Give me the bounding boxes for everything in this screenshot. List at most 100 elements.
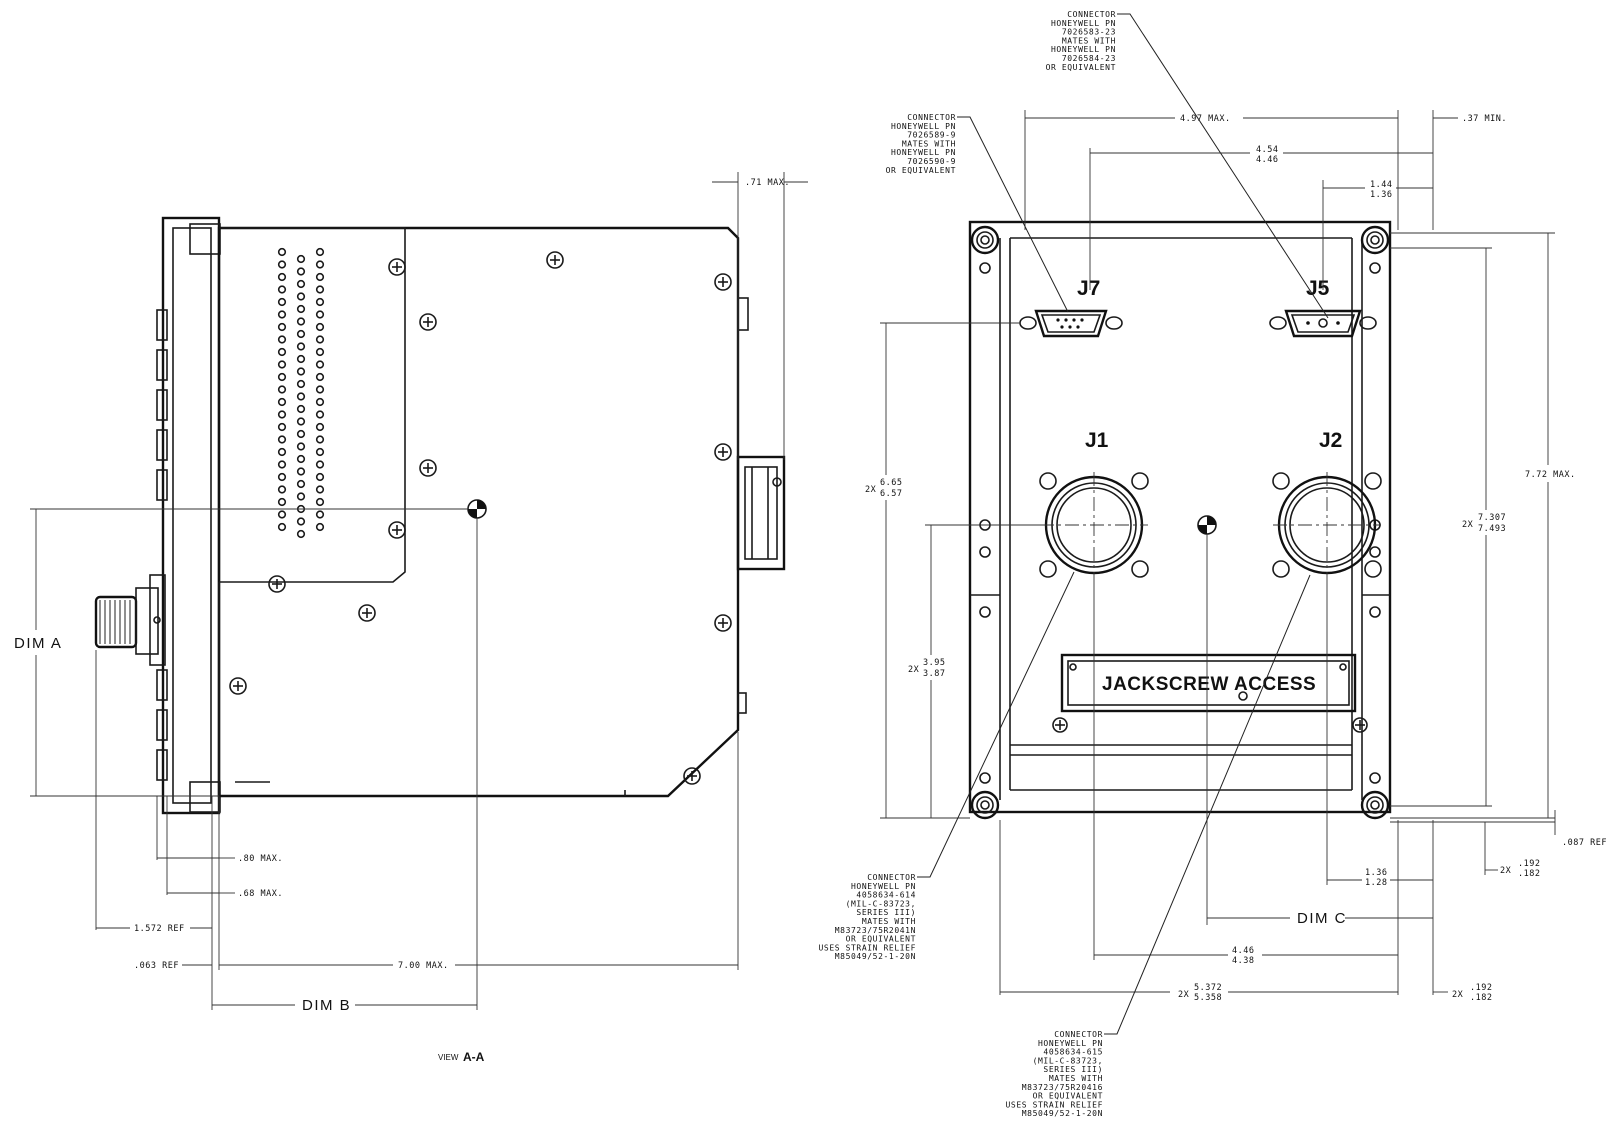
chassis-outline [217, 226, 740, 798]
side-screws [229, 251, 732, 785]
vent-hole [315, 247, 325, 257]
rear-housing-outline [968, 220, 1392, 814]
view-prefix: VIEW [438, 1053, 459, 1062]
vent-hole [277, 310, 287, 319]
callout-line: MATES WITH [1062, 36, 1116, 45]
dim-182-bottom: .182 [1470, 993, 1492, 1003]
dim-5358: 5.358 [1194, 993, 1222, 1003]
vent-hole [315, 447, 325, 457]
vent-hole [296, 529, 306, 539]
dim-395: 3.95 [923, 658, 945, 668]
vent-hole [296, 392, 306, 401]
dim-7307: 7.307 [1478, 513, 1506, 523]
vent-hole [315, 285, 325, 294]
callout-line: (MIL-C-83723, [1033, 1056, 1103, 1065]
vent-hole [296, 304, 306, 314]
corner-grommet [970, 790, 1000, 820]
j2-connector: J2 [1272, 429, 1382, 578]
callout-line: M85049/52-1-20N [835, 952, 916, 961]
corner-grommet [1360, 225, 1390, 255]
rail-holes [979, 262, 1381, 784]
vent-hole [296, 454, 306, 464]
vent-hole [296, 292, 306, 301]
callout-line: SERIES III) [856, 908, 916, 917]
vent-hole [315, 510, 325, 519]
vent-hole [315, 260, 325, 269]
screw [358, 604, 376, 622]
vent-hole [296, 254, 306, 264]
rear-center-of-gravity-symbol [1197, 515, 1217, 535]
screw [268, 575, 286, 593]
screw [714, 443, 732, 461]
front-panel-inner [172, 227, 212, 804]
vent-hole [296, 417, 306, 426]
screw [388, 258, 406, 276]
callout-line: OR EQUIVALENT [1033, 1092, 1103, 1101]
rail-hole [979, 606, 991, 618]
vent-hole [296, 429, 306, 439]
vent-hole [315, 472, 325, 482]
vent-hole [277, 385, 287, 394]
vent-hole [277, 422, 287, 432]
callout-line: OR EQUIVALENT [1046, 63, 1116, 72]
jackscrew-label: JACKSCREW ACCESS [1102, 674, 1316, 695]
center-of-gravity-symbol [467, 499, 487, 519]
vent-hole [277, 460, 287, 469]
callout-line: CONNECTOR [1054, 1030, 1103, 1039]
j7-label: J7 [1077, 277, 1100, 300]
rear-view: J7 J5 J1 J2 [968, 220, 1392, 820]
dim-qty-192-bottom: 2X [1452, 990, 1464, 1000]
dim-qty-7307: 2X [1462, 520, 1474, 530]
screw [229, 677, 247, 695]
vent-hole [315, 272, 325, 282]
upper-cover-plate [219, 227, 406, 583]
vent-hole [296, 442, 306, 451]
vent-hole-array [277, 247, 325, 539]
vent-hole [277, 335, 287, 344]
screw [714, 273, 732, 291]
vent-hole [296, 367, 306, 376]
vent-hole [277, 497, 287, 507]
vent-hole [315, 435, 325, 444]
rail-hole [1369, 772, 1381, 784]
dim-qty-192-right: 2X [1500, 866, 1512, 876]
callout-line: MATES WITH [862, 917, 916, 926]
dim-80-max: .80 MAX. [238, 854, 283, 864]
vent-hole [277, 472, 287, 482]
j1-connector: J1 [1039, 429, 1149, 578]
vent-hole [315, 322, 325, 332]
screw [714, 614, 732, 632]
vent-hole [315, 422, 325, 432]
vent-hole [296, 404, 306, 414]
vent-hole [296, 279, 306, 289]
dim-a-label: DIM A [14, 635, 62, 652]
rail-hole [1369, 606, 1381, 618]
callout-line: MATES WITH [902, 139, 956, 148]
vent-hole [277, 372, 287, 382]
view-id: A-A [463, 1050, 485, 1064]
dim-438: 4.38 [1232, 956, 1254, 966]
callout-line: 4058634-615 [1043, 1048, 1103, 1057]
vent-hole [296, 267, 306, 276]
screw [683, 767, 701, 785]
vent-hole [315, 310, 325, 319]
vent-hole [277, 322, 287, 332]
vent-hole [315, 372, 325, 382]
dim-700-max: 7.00 MAX. [398, 961, 449, 971]
callout-line: MATES WITH [1049, 1074, 1103, 1083]
rail-hole [1369, 262, 1381, 274]
vent-hole [296, 317, 306, 326]
dim-446: 4.46 [1256, 155, 1278, 165]
callout-line: M83723/75R2041N [835, 926, 916, 935]
rear-view-dimensions: 4.97 MAX. .37 MIN. 4.54 4.46 1.44 1.36 7… [865, 110, 1606, 1003]
vent-hole [277, 285, 287, 294]
dim-71-max: .71 MAX. [745, 178, 790, 188]
side-view-dimensions: DIM A .71 MAX. .80 MAX. .68 MAX. 1.572 R… [14, 172, 808, 1014]
rail-hole [979, 546, 991, 558]
vent-hole [296, 342, 306, 351]
vent-hole [277, 397, 287, 407]
vent-hole [315, 485, 325, 494]
